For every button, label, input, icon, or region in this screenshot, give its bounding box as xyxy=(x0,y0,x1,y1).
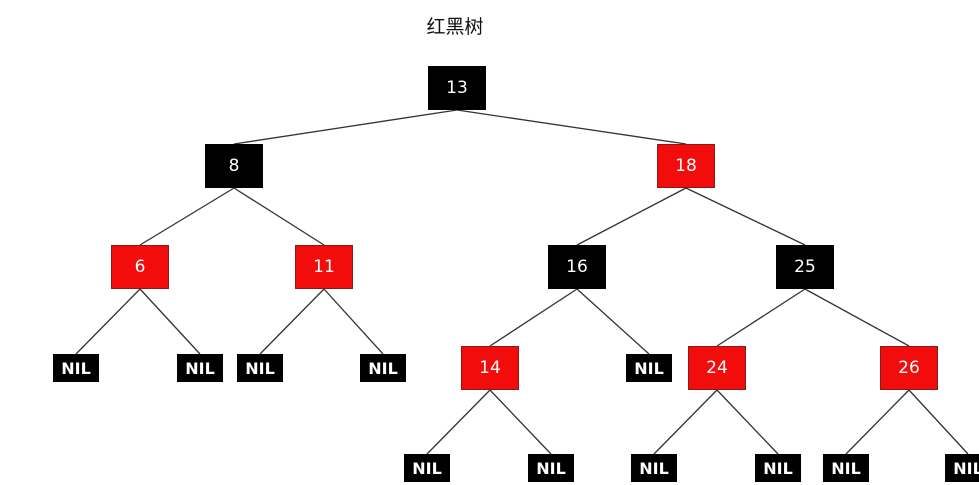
tree-edge xyxy=(716,389,779,455)
red-node: 18 xyxy=(657,144,715,188)
black-node: 13 xyxy=(428,66,486,110)
nil-leaf-node: NIL xyxy=(237,354,283,382)
nil-leaf-node: NIL xyxy=(631,454,677,482)
tree-edge xyxy=(323,288,384,355)
tree-edge xyxy=(804,288,910,347)
nil-leaf-node: NIL xyxy=(360,354,406,382)
tree-edge xyxy=(845,389,910,455)
nil-leaf-node: NIL xyxy=(528,454,574,482)
tree-edge xyxy=(456,109,687,145)
tree-edge xyxy=(685,187,806,246)
black-node: 8 xyxy=(205,144,263,188)
tree-edge xyxy=(489,288,578,347)
nil-leaf-node: NIL xyxy=(945,454,979,482)
diagram-title: 红黑树 xyxy=(426,16,484,38)
tree-edge xyxy=(233,109,458,145)
red-node: 24 xyxy=(688,346,746,390)
nil-leaf-node: NIL xyxy=(53,354,99,382)
red-node: 6 xyxy=(111,245,169,289)
tree-edge xyxy=(426,389,491,455)
tree-edge xyxy=(259,288,325,355)
tree-edge xyxy=(489,389,552,455)
tree-edge xyxy=(576,187,687,246)
tree-edge xyxy=(139,187,235,246)
black-node: 25 xyxy=(776,245,834,289)
black-node: 16 xyxy=(548,245,606,289)
nil-leaf-node: NIL xyxy=(404,454,450,482)
tree-edge xyxy=(716,288,806,347)
nil-leaf-node: NIL xyxy=(626,354,672,382)
tree-edge xyxy=(908,389,969,455)
nil-leaf-node: NIL xyxy=(177,354,223,382)
tree-edge xyxy=(139,288,201,355)
tree-edge xyxy=(75,288,141,355)
red-node: 14 xyxy=(461,346,519,390)
nil-leaf-node: NIL xyxy=(755,454,801,482)
tree-edge xyxy=(576,288,650,355)
nil-leaf-node: NIL xyxy=(823,454,869,482)
tree-edge xyxy=(653,389,718,455)
red-node: 26 xyxy=(880,346,938,390)
red-node: 11 xyxy=(295,245,353,289)
tree-edge xyxy=(233,187,325,246)
